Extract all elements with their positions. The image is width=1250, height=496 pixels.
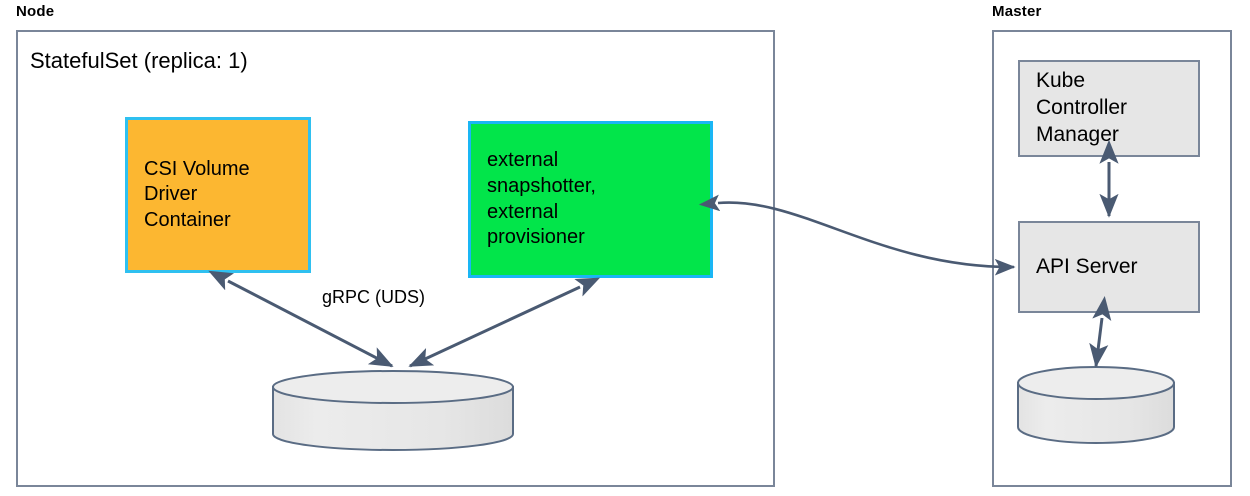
- node-emptydir-volume-label: EmptyDir Volume: [323, 407, 463, 427]
- node-etcd-label: etcd: [1032, 395, 1067, 415]
- node-csi-volume-driver-container-label: CSI Volume Driver Container: [144, 157, 250, 231]
- statefulset-title: StatefulSet (replica: 1): [30, 48, 248, 73]
- node-kube-controller-manager-label: Kube Controller Manager: [1036, 69, 1128, 146]
- node-api-server-label: API Server: [1036, 254, 1138, 278]
- node-external-sidecars-label: external snapshotter, external provision…: [487, 149, 596, 249]
- edge-label-grpc-uds: gRPC (UDS): [322, 287, 426, 307]
- node-api-server[interactable]: API Server: [1018, 221, 1200, 313]
- group-label-node: Node: [16, 3, 55, 20]
- group-label-master: Master: [992, 3, 1042, 20]
- node-csi-volume-driver-container[interactable]: CSI Volume Driver Container: [125, 117, 311, 273]
- node-kube-controller-manager[interactable]: Kube Controller Manager: [1018, 60, 1200, 157]
- node-external-sidecars[interactable]: external snapshotter, external provision…: [468, 121, 713, 278]
